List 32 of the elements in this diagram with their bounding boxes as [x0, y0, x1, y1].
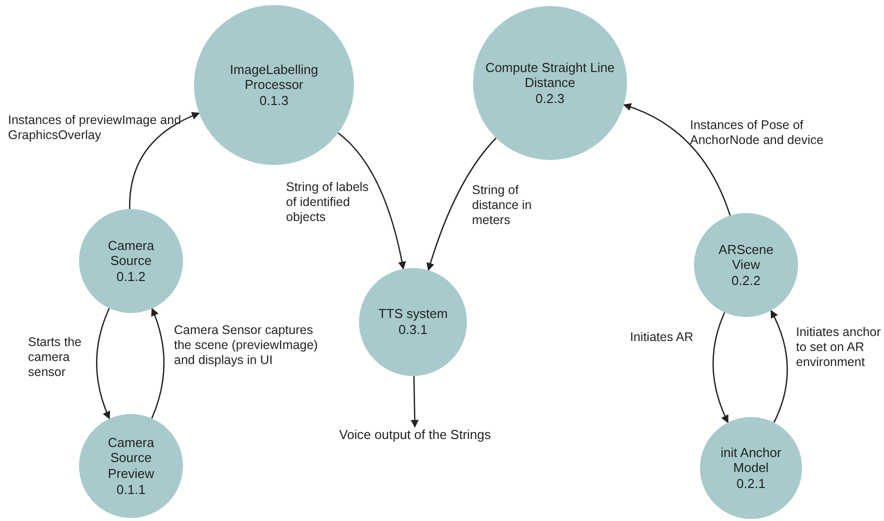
arrow	[129, 112, 200, 210]
edge-label: Starts the camera sensor	[28, 335, 82, 380]
arrow	[426, 138, 497, 271]
edge-label: String of labels of identified objects	[286, 180, 370, 225]
arrow	[338, 132, 406, 270]
edge-label: String of distance in meters	[472, 183, 533, 228]
edge-label: Initiates anchor to set on AR environment	[796, 325, 882, 370]
arrow	[410, 376, 419, 428]
process-number: 0.3.1	[398, 322, 428, 338]
process-number: 0.2.2	[732, 272, 760, 288]
process-number: 0.2.1	[736, 476, 766, 492]
process-name: Compute Straight Line Distance	[484, 60, 616, 91]
process-number: 0.2.3	[536, 90, 564, 106]
process-number: 0.1.2	[116, 268, 146, 284]
edge-label: Instances of Pose of AnchorNode and device	[690, 118, 824, 148]
process-name: Camera Source Preview	[106, 434, 156, 482]
arrow	[150, 308, 165, 419]
arrow	[623, 103, 731, 216]
arrow	[96, 308, 110, 420]
edge-label: Initiates AR	[630, 330, 694, 345]
process-name: Camera Source	[106, 238, 156, 269]
process-name: ImageLabelling Processor	[228, 62, 320, 93]
edge-label: Camera Sensor captures the scene (previewImage) and displays in UI	[174, 323, 319, 368]
process-number: 0.1.1	[116, 482, 146, 498]
output-label: Voice output of the Strings	[315, 427, 515, 442]
process-name: TTS system	[378, 306, 448, 322]
arrow	[712, 312, 729, 424]
process-number: 0.1.3	[260, 92, 288, 108]
edge-label: Instances of previewImage and GraphicsOverlay	[8, 113, 182, 143]
process-name: init Anchor Model	[720, 444, 782, 476]
arrow	[770, 310, 788, 423]
process-name: ARScene View	[718, 242, 774, 273]
